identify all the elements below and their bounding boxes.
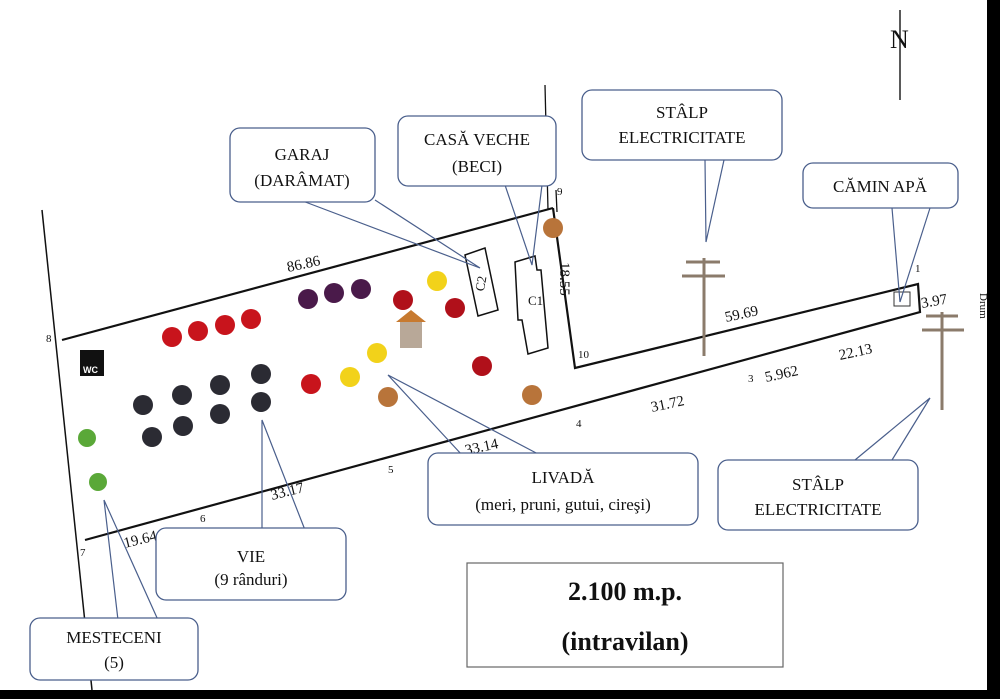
dim-side: 18.55 <box>556 262 572 296</box>
point-7: 7 <box>80 547 86 559</box>
plum-tree-icon <box>351 279 371 299</box>
point-6: 6 <box>200 513 206 525</box>
building-c1-label: C1 <box>528 293 543 308</box>
building-c1: C1 <box>514 255 549 355</box>
point-4: 4 <box>576 418 582 430</box>
quince-tree-icon <box>340 367 360 387</box>
grape-vine-icon <box>173 416 193 436</box>
callout-vie: VIE (9 rânduri) <box>155 419 347 601</box>
point-10: 10 <box>578 349 590 361</box>
cherry-tree-icon <box>445 298 465 318</box>
point-3: 3 <box>748 373 754 385</box>
point-1: 1 <box>915 263 921 275</box>
callout-garaj-title: GARAJ <box>275 145 330 164</box>
well-icon <box>396 310 426 348</box>
callout-stalp-bottom: STÂLP ELECTRICITATE <box>717 397 931 531</box>
dim-b3: 31.72 <box>650 393 686 416</box>
callout-stalp-top: STÂLP ELECTRICITATE <box>581 89 783 243</box>
grape-vine-icon <box>133 395 153 415</box>
grape-vine-icon <box>251 392 271 412</box>
grape-vine-icon <box>210 375 230 395</box>
callout-stalp-bottom-line1: STÂLP <box>792 475 844 494</box>
apple-tree-icon <box>215 315 235 335</box>
callout-stalp-bottom-line2: ELECTRICITATE <box>754 500 881 519</box>
wc-icon: WC <box>80 350 104 376</box>
building-c2-label: C2 <box>472 275 489 293</box>
point-numbers: 1 3 4 5 6 7 8 9 10 <box>46 186 921 559</box>
dim-top-right: 59.69 <box>724 303 760 326</box>
callout-livada: LIVADĂ (meri, pruni, gutui, cireşi) <box>387 374 699 526</box>
callout-camin-title: CĂMIN APĂ <box>833 177 928 196</box>
grape-vine-icon <box>210 404 230 424</box>
point-8: 8 <box>46 333 52 345</box>
birch-tree-icon <box>89 473 107 491</box>
grape-vine-icon <box>142 427 162 447</box>
point-9: 9 <box>557 186 563 198</box>
dim-right: 3.97 <box>920 292 949 312</box>
apple-tree-icon <box>301 374 321 394</box>
area-box: 2.100 m.p. (intravilan) <box>466 562 784 668</box>
quince-tree-icon <box>367 343 387 363</box>
area-note: (intravilan) <box>561 627 688 656</box>
plum-tree-icon <box>324 283 344 303</box>
callout-casa-veche: CASĂ VECHE (BECI) <box>397 115 557 266</box>
apple-tree-icon <box>162 327 182 347</box>
callout-livada-note: (meri, pruni, gutui, cireşi) <box>475 495 651 514</box>
callout-stalp-top-line1: STÂLP <box>656 103 708 122</box>
electric-pole-icon <box>682 258 725 356</box>
walnut-tree-icon <box>522 385 542 405</box>
callout-vie-note: (9 rânduri) <box>214 570 287 589</box>
cherry-tree-icon <box>472 356 492 376</box>
road-label: Drum <box>977 293 989 319</box>
point-5: 5 <box>388 464 394 476</box>
trees <box>78 218 563 491</box>
quince-tree-icon <box>427 271 447 291</box>
grape-vine-icon <box>172 385 192 405</box>
birch-tree-icon <box>78 429 96 447</box>
water-manhole <box>893 291 911 307</box>
parcel-boundary <box>41 84 922 691</box>
electric-pole-icon <box>922 312 964 410</box>
callout-casa-note: (BECI) <box>452 157 502 176</box>
walnut-tree-icon <box>543 218 563 238</box>
apple-tree-icon <box>241 309 261 329</box>
plum-tree-icon <box>298 289 318 309</box>
callout-mesteceni: MESTECENI (5) <box>29 499 199 681</box>
cherry-tree-icon <box>393 290 413 310</box>
callout-livada-title: LIVADĂ <box>532 468 596 487</box>
callout-garaj: GARAJ (DARÂMAT) <box>229 127 481 269</box>
dimension-labels: 86.86 18.55 59.69 3.97 22.13 5.962 31.72… <box>122 253 949 552</box>
callout-camin-apa: CĂMIN APĂ <box>802 162 959 303</box>
dim-b2: 5.962 <box>764 363 800 386</box>
callout-stalp-top-line2: ELECTRICITATE <box>618 128 745 147</box>
callout-mesteceni-title: MESTECENI <box>66 628 162 647</box>
callout-mesteceni-note: (5) <box>104 653 124 672</box>
walnut-tree-icon <box>378 387 398 407</box>
apple-tree-icon <box>188 321 208 341</box>
callout-casa-title: CASĂ VECHE <box>424 130 530 149</box>
north-label: N <box>890 25 909 54</box>
callout-vie-title: VIE <box>237 547 265 566</box>
dim-top: 86.86 <box>286 253 323 276</box>
dim-b1: 22.13 <box>838 341 874 364</box>
area-value: 2.100 m.p. <box>568 577 682 606</box>
north-arrow-icon: N <box>890 10 909 100</box>
callout-garaj-note: (DARÂMAT) <box>254 171 349 190</box>
wc-label: WC <box>83 365 98 375</box>
grape-vine-icon <box>251 364 271 384</box>
